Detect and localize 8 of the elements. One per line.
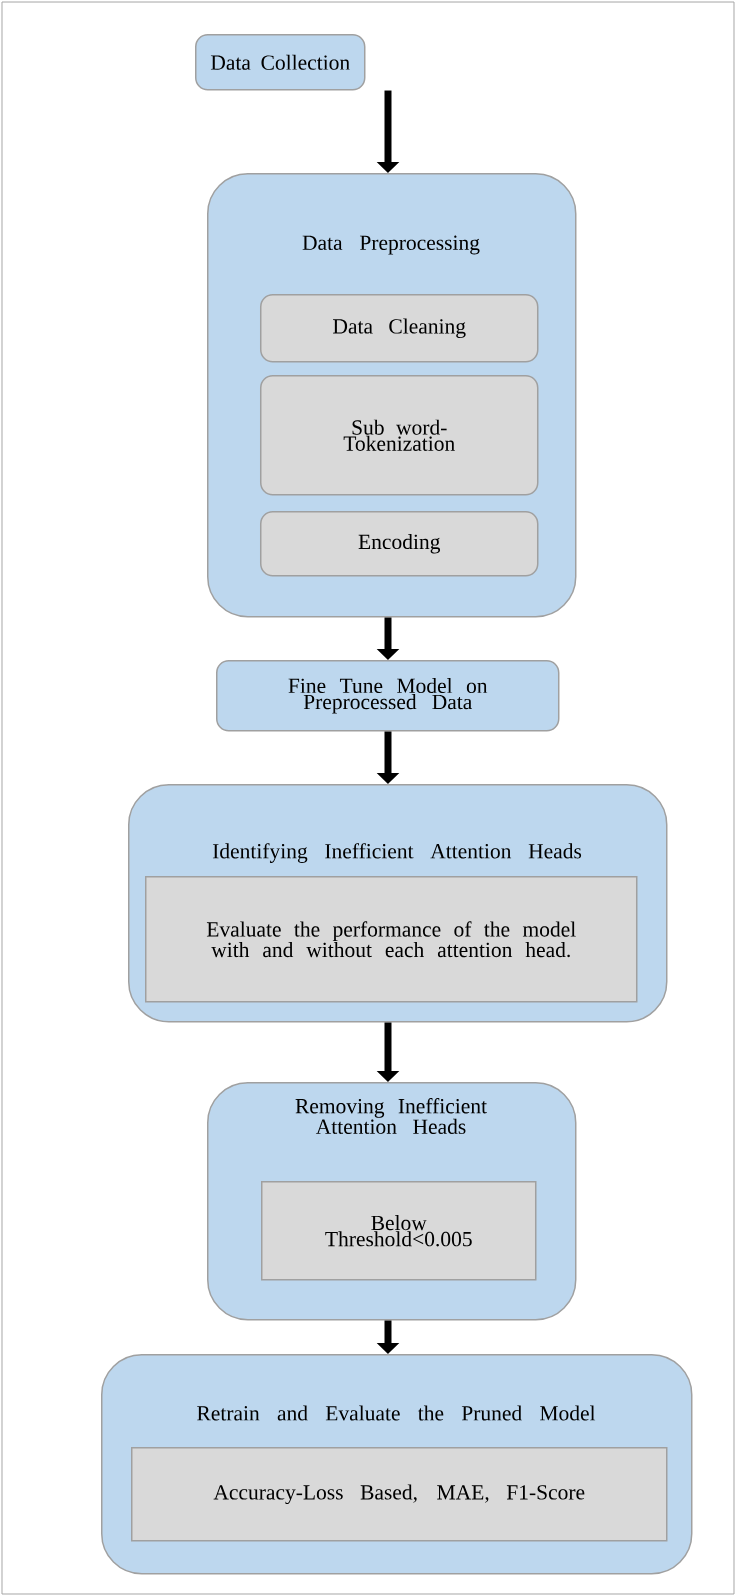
- step-box: Below Threshold<0.005: [261, 1181, 537, 1281]
- step-box: Encoding: [260, 511, 539, 577]
- step-box: Data Cleaning: [260, 294, 539, 363]
- process-box: Fine Tune Model on Preprocessed Data: [216, 660, 560, 732]
- step-box: Accuracy-Loss Based, MAE, F1-Score: [131, 1447, 668, 1542]
- step-box: Sub word- Tokenization: [260, 375, 539, 496]
- step-box: Evaluate the performance of the model with and without each attention head.: [145, 876, 638, 1003]
- process-box: Data Collection: [195, 34, 366, 91]
